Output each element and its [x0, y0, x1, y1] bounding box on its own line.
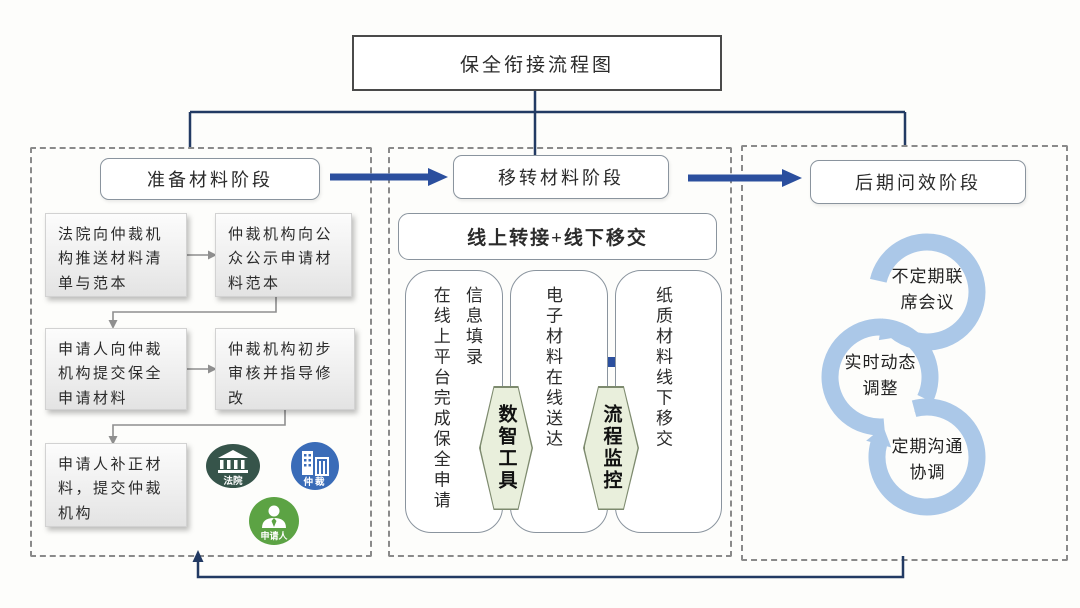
- cycle1-label: 不定期联 席会议: [891, 267, 964, 313]
- hexagon-process-monitoring: 流程监控: [583, 386, 639, 510]
- arbitration-icon-label: 仲裁: [303, 476, 326, 488]
- step2-text: 仲裁机构向公众公示申请材料范本: [228, 227, 334, 292]
- step4-text: 仲裁机构初步审核并指导修改: [228, 342, 334, 407]
- applicant-icon-label: 申请人: [260, 530, 288, 541]
- column3-text: 纸质材料线下移交: [653, 286, 672, 450]
- hexagon2-text: 流程监控: [600, 404, 622, 492]
- step-preliminary-review: 仲裁机构初步审核并指导修改: [215, 328, 355, 410]
- hexagon1-text: 数智工具: [495, 404, 517, 492]
- applicant-icon: 申请人: [249, 497, 299, 545]
- step5-text: 申请人补正材料，提交仲裁机构: [58, 457, 164, 522]
- phase1-header-label: 准备材料阶段: [147, 170, 273, 190]
- step-court-push-materials: 法院向仲裁机构推送材料清单与范本: [45, 213, 187, 297]
- step-correct-materials: 申请人补正材料，提交仲裁机构: [45, 443, 187, 527]
- column-paper-handover: 纸质材料线下移交: [615, 270, 722, 533]
- column1-heading: 信息填录: [463, 286, 482, 368]
- phase2-subtitle-text: 线上转接+线下移交: [467, 228, 648, 249]
- phase3-container: [741, 145, 1068, 561]
- column-electronic-delivery: 电子材料在线送达: [510, 270, 608, 533]
- step1-text: 法院向仲裁机构推送材料清单与范本: [58, 227, 164, 292]
- cycle2-label: 实时动态 调整: [844, 353, 917, 399]
- cycle3-label: 定期沟通 协调: [891, 437, 964, 483]
- court-icon: 法院: [206, 444, 260, 488]
- phase2-subtitle: 线上转接+线下移交: [398, 213, 717, 260]
- column-info-entry: 信息填录 在线上平台完成保全申请: [405, 270, 503, 533]
- column1-body: 在线上平台完成保全申请: [430, 286, 450, 512]
- arbitration-icon: 仲裁: [291, 442, 339, 490]
- phase2-header-label: 移转材料阶段: [498, 168, 624, 188]
- phase3-header-label: 后期问效阶段: [855, 173, 981, 193]
- cycle-ring-3: [866, 398, 986, 516]
- diagram-title: 保全衔接流程图: [352, 35, 722, 91]
- step-publicize-templates: 仲裁机构向公众公示申请材料范本: [215, 213, 352, 297]
- hexagon-digital-tools: 数智工具: [479, 386, 533, 510]
- column2-text: 电子材料在线送达: [543, 286, 562, 450]
- phase3-header: 后期问效阶段: [810, 160, 1026, 204]
- phase1-header: 准备材料阶段: [100, 158, 320, 200]
- diagram-title-text: 保全衔接流程图: [459, 54, 614, 76]
- step3-text: 申请人向仲裁机构提交保全申请材料: [58, 342, 164, 407]
- court-icon-label: 法院: [223, 475, 243, 487]
- step-applicant-submit: 申请人向仲裁机构提交保全申请材料: [45, 328, 187, 410]
- phase2-header: 移转材料阶段: [453, 155, 669, 199]
